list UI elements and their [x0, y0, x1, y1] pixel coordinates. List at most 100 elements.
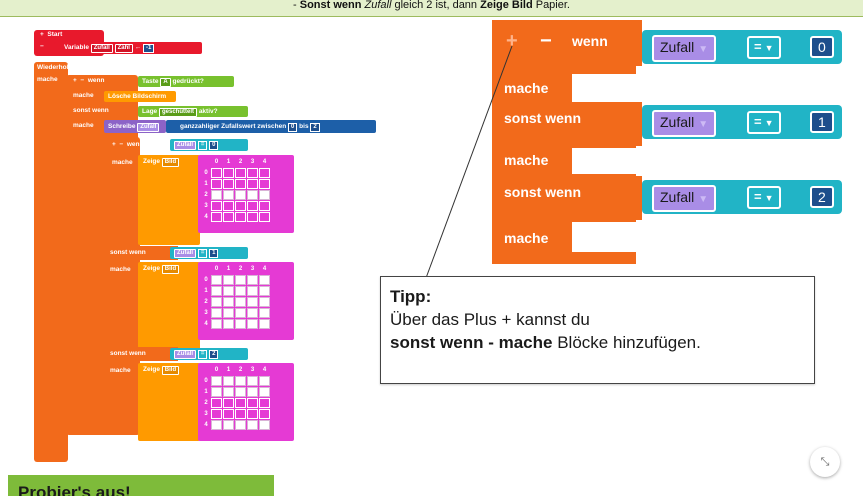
- led-off[interactable]: [223, 376, 234, 386]
- led-on[interactable]: [211, 201, 222, 211]
- led-off[interactable]: [211, 420, 222, 430]
- led-off[interactable]: [235, 275, 246, 285]
- led-off[interactable]: [259, 297, 270, 307]
- led-off[interactable]: [211, 376, 222, 386]
- led-on[interactable]: [211, 212, 222, 222]
- led-off[interactable]: [235, 190, 246, 200]
- led-on[interactable]: [223, 201, 234, 211]
- led-off[interactable]: [235, 319, 246, 329]
- led-off[interactable]: [235, 420, 246, 430]
- variable-name-chip[interactable]: Zufall: [90, 44, 113, 53]
- show-image-2[interactable]: Zeige Bild: [138, 363, 200, 441]
- zoom-value-2[interactable]: 2: [810, 186, 834, 208]
- zoom-operator-2[interactable]: =▼: [747, 186, 781, 209]
- led-off[interactable]: [235, 387, 246, 397]
- add-branch-plus-icon[interactable]: +: [506, 30, 518, 52]
- led-on[interactable]: [223, 212, 234, 222]
- clear-screen-block[interactable]: Lösche Bildschirm: [104, 91, 176, 102]
- led-off[interactable]: [247, 275, 258, 285]
- show-image-0[interactable]: Zeige Bild: [138, 155, 200, 245]
- led-on[interactable]: [259, 179, 270, 189]
- led-on[interactable]: [247, 212, 258, 222]
- led-off[interactable]: [211, 297, 222, 307]
- led-on[interactable]: [223, 409, 234, 419]
- led-on[interactable]: [235, 168, 246, 178]
- zoom-operator-0[interactable]: =▼: [747, 36, 781, 59]
- led-off[interactable]: [259, 190, 270, 200]
- led-off[interactable]: [247, 420, 258, 430]
- led-on[interactable]: [211, 179, 222, 189]
- led-off[interactable]: [223, 420, 234, 430]
- led-on[interactable]: [223, 168, 234, 178]
- led-off[interactable]: [247, 387, 258, 397]
- led-on[interactable]: [247, 398, 258, 408]
- random-min[interactable]: 0: [288, 123, 298, 132]
- led-off[interactable]: [235, 376, 246, 386]
- zoom-condition-1[interactable]: Zufall▼ =▼ 1: [642, 105, 842, 139]
- led-off[interactable]: [235, 286, 246, 296]
- repeat-forever-block[interactable]: [34, 62, 68, 462]
- compare-2[interactable]: Zufall = 2: [170, 348, 248, 360]
- led-off[interactable]: [247, 286, 258, 296]
- led-off[interactable]: [247, 319, 258, 329]
- zoom-condition-2[interactable]: Zufall▼ =▼ 2: [642, 180, 842, 214]
- led-on[interactable]: [211, 168, 222, 178]
- inner-if-block[interactable]: [104, 137, 140, 435]
- show-image-1[interactable]: Zeige Bild: [138, 262, 200, 350]
- led-off[interactable]: [223, 286, 234, 296]
- shrink-button[interactable]: ⤡: [810, 447, 840, 477]
- led-off[interactable]: [259, 420, 270, 430]
- led-off[interactable]: [247, 297, 258, 307]
- led-off[interactable]: [259, 308, 270, 318]
- led-on[interactable]: [259, 201, 270, 211]
- random-block[interactable]: ganzzahliger Zufallswert zwischen 0 bis …: [166, 120, 376, 133]
- compare-value-1[interactable]: 1: [209, 249, 219, 258]
- led-on[interactable]: [247, 168, 258, 178]
- random-max[interactable]: 2: [310, 123, 320, 132]
- zoom-variable-dropdown-0[interactable]: Zufall▼: [652, 35, 717, 62]
- led-off[interactable]: [259, 286, 270, 296]
- compare-value-2[interactable]: 2: [209, 350, 219, 359]
- led-off[interactable]: [211, 275, 222, 285]
- zoom-operator-1[interactable]: =▼: [747, 111, 781, 134]
- led-on[interactable]: [211, 409, 222, 419]
- variable-block[interactable]: Variable Zufall Zahl ← -1: [54, 42, 202, 54]
- led-off[interactable]: [223, 297, 234, 307]
- led-on[interactable]: [259, 398, 270, 408]
- led-off[interactable]: [259, 387, 270, 397]
- led-off[interactable]: [211, 319, 222, 329]
- zoom-variable-dropdown-1[interactable]: Zufall▼: [652, 110, 717, 137]
- compare-value-0[interactable]: 0: [209, 141, 219, 150]
- led-off[interactable]: [223, 319, 234, 329]
- led-off[interactable]: [259, 376, 270, 386]
- compare-0[interactable]: Zufall = 0: [170, 139, 248, 151]
- zoom-value-1[interactable]: 1: [810, 111, 834, 133]
- led-off[interactable]: [223, 275, 234, 285]
- led-off[interactable]: [211, 286, 222, 296]
- led-on[interactable]: [247, 409, 258, 419]
- zoom-variable-dropdown-2[interactable]: Zufall▼: [652, 185, 717, 212]
- compare-1[interactable]: Zufall = 1: [170, 247, 248, 259]
- button-pressed-condition[interactable]: Taste A gedrückt?: [138, 76, 234, 87]
- led-off[interactable]: [223, 190, 234, 200]
- led-off[interactable]: [247, 308, 258, 318]
- write-block[interactable]: Schreibe Zufall: [104, 120, 166, 133]
- led-off[interactable]: [223, 387, 234, 397]
- led-on[interactable]: [235, 212, 246, 222]
- led-off[interactable]: [235, 308, 246, 318]
- led-on[interactable]: [211, 398, 222, 408]
- key-dropdown[interactable]: A: [160, 78, 171, 87]
- led-off[interactable]: [223, 308, 234, 318]
- led-off[interactable]: [211, 190, 222, 200]
- zoom-value-0[interactable]: 0: [810, 36, 834, 58]
- remove-branch-minus-icon[interactable]: −: [540, 30, 552, 52]
- led-on[interactable]: [235, 398, 246, 408]
- led-off[interactable]: [247, 376, 258, 386]
- led-on[interactable]: [235, 201, 246, 211]
- led-on[interactable]: [259, 409, 270, 419]
- led-on[interactable]: [259, 168, 270, 178]
- init-value[interactable]: -1: [143, 44, 155, 53]
